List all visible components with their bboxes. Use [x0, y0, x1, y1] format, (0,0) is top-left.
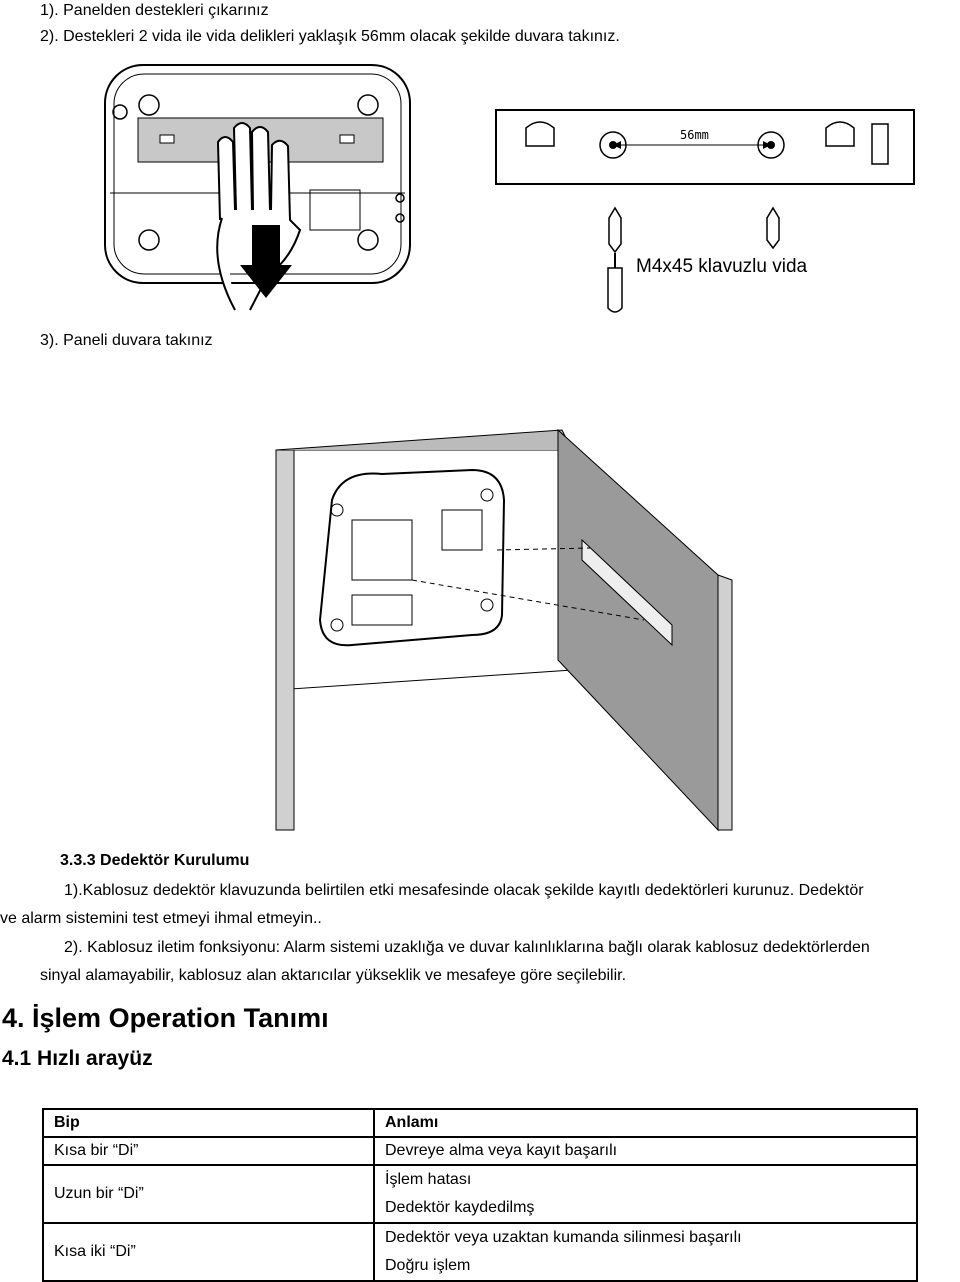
beep-cell: Kısa iki “Di”: [42, 1222, 375, 1282]
para-1-line-1: 1).Kablosuz dedektör klavuzunda belirtil…: [64, 882, 864, 899]
step-3-text: 3). Paneli duvara takınız: [40, 332, 213, 349]
para-2-line-1: 2). Kablosuz iletim fonksiyonu: Alarm si…: [64, 939, 870, 956]
beep-cell: Uzun bir “Di”: [42, 1164, 375, 1224]
table-row: Kısa iki “Di” Dedektör veya uzaktan kuma…: [42, 1222, 918, 1282]
panel-back-figure: [104, 64, 411, 311]
table-header-row: Bip Anlamı: [42, 1108, 918, 1138]
meaning-line: Doğru işlem: [385, 1257, 471, 1274]
meaning-cell: İşlem hatası Dedektör kaydedilmş: [373, 1164, 918, 1224]
beep-meaning-table: Bip Anlamı Kısa bir “Di” Devreye alma ve…: [42, 1108, 918, 1282]
meaning-line: Dedektör kaydedilmş: [385, 1199, 535, 1216]
section-heading-41: 4.1 Hızlı arayüz: [2, 1047, 153, 1070]
table-row: Uzun bir “Di” İşlem hatası Dedektör kayd…: [42, 1164, 918, 1224]
wall-mount-figure: [275, 428, 733, 832]
meaning-line: Dedektör veya uzaktan kumanda silinmesi …: [385, 1229, 742, 1246]
meaning-line: İşlem hatası: [385, 1171, 472, 1188]
meaning-cell: Dedektör veya uzaktan kumanda silinmesi …: [373, 1222, 918, 1282]
para-2-line-2: sinyal alamayabilir, kablosuz alan aktar…: [40, 967, 627, 984]
bracket-screw-figure: [495, 109, 915, 313]
para-1-line-2: ve alarm sistemini test etmeyi ihmal etm…: [0, 910, 322, 927]
table-row: Kısa bir “Di” Devreye alma veya kayıt ba…: [42, 1136, 918, 1166]
section-heading-333: 3.3.3 Dedektör Kurulumu: [60, 852, 250, 869]
beep-cell: Kısa bir “Di”: [42, 1136, 375, 1166]
header-meaning: Anlamı: [373, 1108, 918, 1138]
header-beep: Bip: [42, 1108, 375, 1138]
dimension-label: 56mm: [680, 128, 709, 142]
step-2-text: 2). Destekleri 2 vida ile vida delikleri…: [40, 28, 620, 45]
screw-label: M4x45 klavuzlu vida: [636, 256, 808, 277]
section-heading-4: 4. İşlem Operation Tanımı: [2, 1003, 329, 1033]
meaning-cell: Devreye alma veya kayıt başarılı: [373, 1136, 918, 1166]
step-1-text: 1). Panelden destekleri çıkarınız: [40, 2, 269, 19]
